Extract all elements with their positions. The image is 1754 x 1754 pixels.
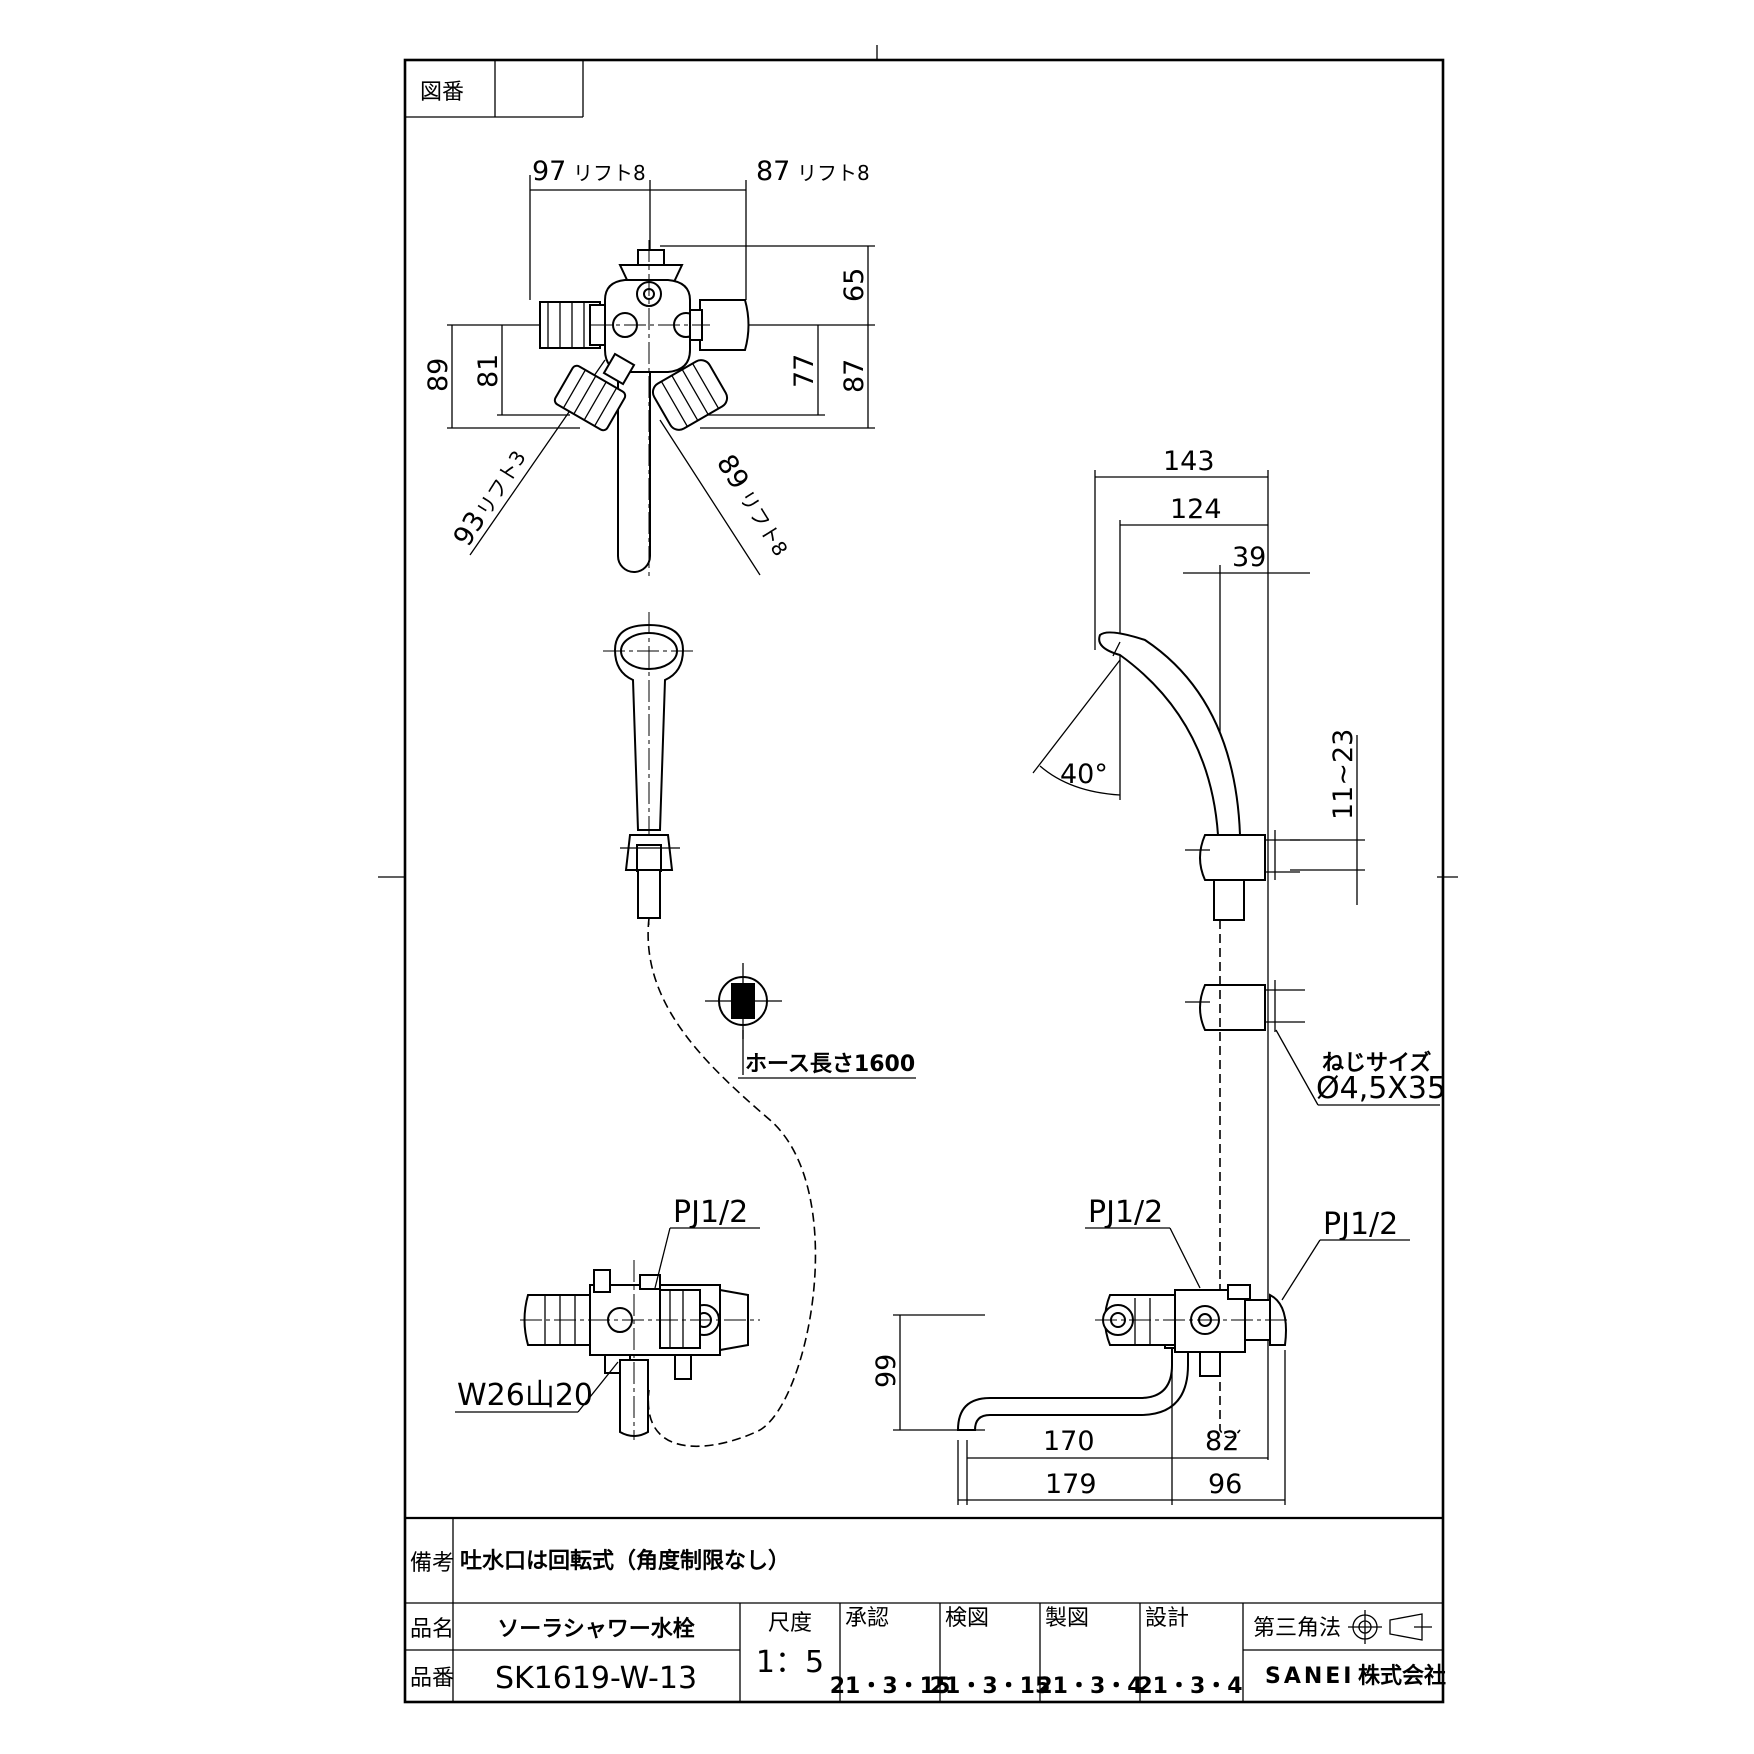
third-angle-projection-icon (1348, 1610, 1432, 1644)
design-date: 21・3・4 (1137, 1674, 1242, 1699)
scale-value: 1：5 (756, 1645, 824, 1680)
top-view-left-handle (547, 302, 585, 348)
shower-side-bracket (1199, 984, 1266, 1031)
dim-angle-40: 40° (1060, 759, 1108, 790)
drawing-number-box: 図番 (405, 60, 584, 118)
dim-82: 82 (1205, 1426, 1239, 1457)
top-view-lower-left-handle (553, 364, 627, 432)
remarks-value: 吐水口は回転式（角度制限なし） (460, 1548, 790, 1574)
dim-65: 65 (839, 268, 870, 302)
check-date: 21・3・15 (930, 1674, 1051, 1699)
top-view-right-handle (699, 299, 750, 351)
screw-size-label: ねじサイズ (1322, 1050, 1431, 1076)
dim-top-right: 87 (756, 156, 790, 187)
projection-label: 第三角法 (1253, 1616, 1341, 1641)
approval-date: 21・3・15 (830, 1674, 951, 1699)
company-suffix: 株式会社 (1358, 1663, 1446, 1689)
design-label: 設計 (1145, 1606, 1189, 1631)
dim-89: 89 (423, 358, 454, 392)
check-label: 検図 (945, 1606, 989, 1631)
dim-124: 124 (1170, 494, 1222, 525)
approval-label: 承認 (845, 1606, 889, 1631)
side-pj-label-right: PJ1/2 (1323, 1207, 1398, 1242)
scale-label: 尺度 (768, 1611, 812, 1636)
product-name-value: ソーラシャワー水栓 (497, 1617, 695, 1642)
front-w26-label: W26山20 (457, 1378, 593, 1413)
dim-143: 143 (1163, 446, 1215, 477)
top-view: 97 リフト8 87 リフト8 65 77 87 89 81 93 リフト3 8… (423, 156, 875, 580)
hose-length-label: ホース長さ1600 (745, 1052, 915, 1077)
dim-87: 87 (839, 359, 870, 393)
shower-side-view: 143 124 39 40° 11~23 ねじサイズ Ø4,5X35 (1032, 446, 1446, 1460)
dim-81: 81 (473, 354, 504, 388)
dim-179: 179 (1045, 1469, 1097, 1500)
product-number-label: 品番 (410, 1666, 454, 1691)
centering-marks (378, 45, 1458, 878)
product-number-value: SK1619-W-13 (495, 1661, 697, 1696)
side-spout (956, 1344, 1189, 1431)
shower-head-front-view (603, 612, 817, 1447)
front-view: PJ1/2 W26山20 (455, 1195, 760, 1440)
title-block: 備考 吐水口は回転式（角度制限なし） 品名 ソーラシャワー水栓 品番 SK161… (405, 1516, 1446, 1702)
company-brand: SANEI (1265, 1664, 1355, 1689)
side-view: 99 170 82 179 96 PJ1/2 PJ1/2 (871, 1195, 1410, 1505)
dim-77: 77 (789, 354, 820, 388)
hose-section-view: ホース長さ1600 (705, 963, 916, 1079)
dim-89b: 89 (710, 449, 754, 495)
draft-label: 製図 (1045, 1606, 1089, 1631)
product-name-label: 品名 (410, 1617, 454, 1642)
drawing-frame (403, 58, 1445, 1704)
shower-hose (647, 917, 817, 1447)
dim-39: 39 (1232, 542, 1266, 573)
dim-top-right-lift: リフト8 (797, 161, 870, 185)
shower-side-holder (1199, 834, 1266, 881)
side-pj-label-mid: PJ1/2 (1088, 1195, 1163, 1230)
dim-99: 99 (871, 1354, 902, 1388)
draft-date: 21・3・4 (1037, 1674, 1142, 1699)
dim-170: 170 (1043, 1426, 1095, 1457)
top-view-lower-right-handle (651, 359, 729, 431)
front-pj-label: PJ1/2 (673, 1195, 748, 1230)
drawing-number-label: 図番 (420, 80, 464, 105)
dim-11-23: 11~23 (1328, 729, 1359, 820)
screw-size-value: Ø4,5X35 (1316, 1071, 1446, 1106)
remarks-label: 備考 (410, 1551, 454, 1576)
dim-96: 96 (1208, 1469, 1242, 1500)
dim-top-left-lift: リフト8 (573, 161, 646, 185)
dim-top-left: 97 (532, 156, 566, 187)
